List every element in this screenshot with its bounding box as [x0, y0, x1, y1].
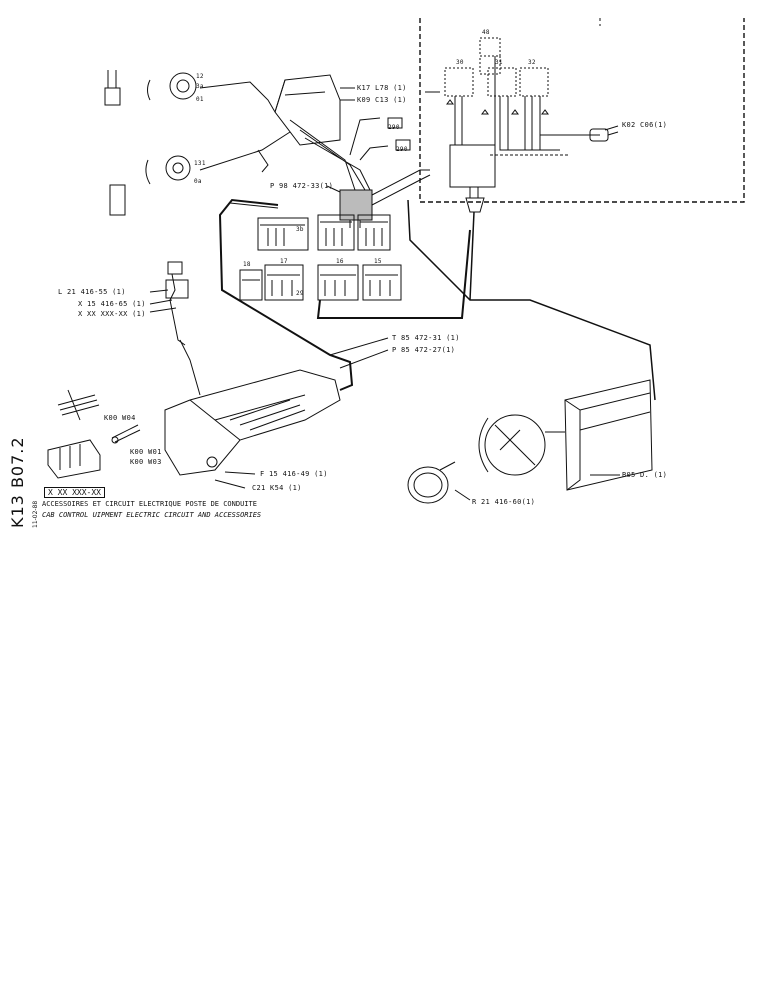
connector-number-290: 290 — [388, 124, 400, 131]
callout-b05: B05 D. (1) — [622, 471, 668, 479]
gauge-mount — [478, 414, 565, 476]
sheet-code-part2: B07.2 — [8, 436, 27, 489]
panel-17 — [264, 264, 304, 301]
connector-number-3a: 3a — [196, 83, 204, 90]
callout-x15: X 15 416-65 (1) — [78, 300, 146, 308]
cab-junction-box — [449, 144, 496, 188]
callout-f15: F 15 416-49 (1) — [260, 470, 328, 478]
connector-number-15: 15 — [374, 258, 382, 265]
connector-number-31: 31 — [495, 59, 503, 66]
sheet-code: K13 B07.2 — [8, 436, 27, 528]
callout-xxx: X XX XXX-XX (1) — [78, 310, 146, 318]
callout-t85: T 85 472-31 (1) — [392, 334, 460, 342]
callout-k02: K02 C06(1) — [622, 121, 668, 129]
sensor-box-b05 — [564, 379, 653, 491]
connector-number-29: 29 — [296, 290, 304, 297]
title-block: X XX XXX-XX ACCESSOIRES ET CIRCUIT ELECT… — [40, 487, 310, 527]
harness-p85 — [218, 198, 354, 391]
gauge-r21 — [407, 461, 456, 504]
relay-block-30 — [444, 67, 474, 97]
cab-lower-connector — [465, 197, 485, 213]
callout-k09: K09 C13 (1) — [357, 96, 407, 104]
panel-top-right — [357, 214, 391, 251]
callout-c21: C21 K54 (1) — [252, 484, 302, 492]
control-console — [164, 369, 341, 476]
connector-number-30: 30 — [456, 59, 464, 66]
control-lever — [165, 261, 201, 396]
panel-18 — [239, 269, 263, 301]
connector-number-17: 17 — [280, 258, 288, 265]
title-french: ACCESSOIRES ET CIRCUIT ELECTRIQUE POSTE … — [42, 500, 257, 508]
reference-code: X XX XXX-XX — [44, 487, 105, 498]
connector-number-48: 48 — [482, 29, 490, 36]
connector-number-12: 12 — [196, 73, 204, 80]
callout-l21: L 21 416-55 (1) — [58, 288, 126, 296]
title-english: CAB CONTROL UIPMENT ELECTRIC CIRCUIT AND… — [42, 511, 262, 519]
callout-k00w04: K00 W04 — [104, 414, 136, 422]
connector-number-18: 18 — [243, 261, 251, 268]
connector-number-01: 01 — [196, 96, 204, 103]
switch-lower — [109, 155, 191, 216]
panel-top-mid — [317, 214, 355, 251]
connector-number-16: 16 — [336, 258, 344, 265]
relay-block-32 — [519, 67, 549, 97]
panel-16 — [317, 264, 359, 301]
panel-top-left — [257, 217, 309, 251]
callout-k00w01: K00 W01 — [130, 448, 162, 456]
callout-r21: R 21 416-60(1) — [472, 498, 536, 506]
sheet-code-part1: K13 — [8, 494, 27, 528]
connector-number-131: 131 — [194, 160, 206, 167]
callout-p98: P 98 472-33(1) — [270, 182, 334, 190]
dash-bracket — [274, 74, 341, 146]
connector-number-0a: 0a — [194, 178, 202, 185]
callout-k17: K17 L78 (1) — [357, 84, 407, 92]
relay-unit-left — [47, 439, 101, 479]
panel-15 — [362, 264, 402, 301]
connector-number-290b: 290 — [396, 146, 408, 153]
relay-block-48 — [479, 37, 501, 75]
harness-t85 — [316, 229, 471, 319]
cab-outline — [419, 18, 745, 203]
connector-number-32: 32 — [528, 59, 536, 66]
relay-block-31 — [487, 67, 517, 97]
sheet-date: 11-02-88 — [32, 500, 39, 528]
connector-number-3b: 3b — [296, 226, 304, 233]
switch-upper — [104, 70, 197, 106]
spare-plug-pair — [57, 389, 100, 421]
callout-k00w03: K00 W03 — [130, 458, 162, 466]
fuse-clip — [111, 424, 141, 444]
callout-p85: P 85 472-27(1) — [392, 346, 456, 354]
